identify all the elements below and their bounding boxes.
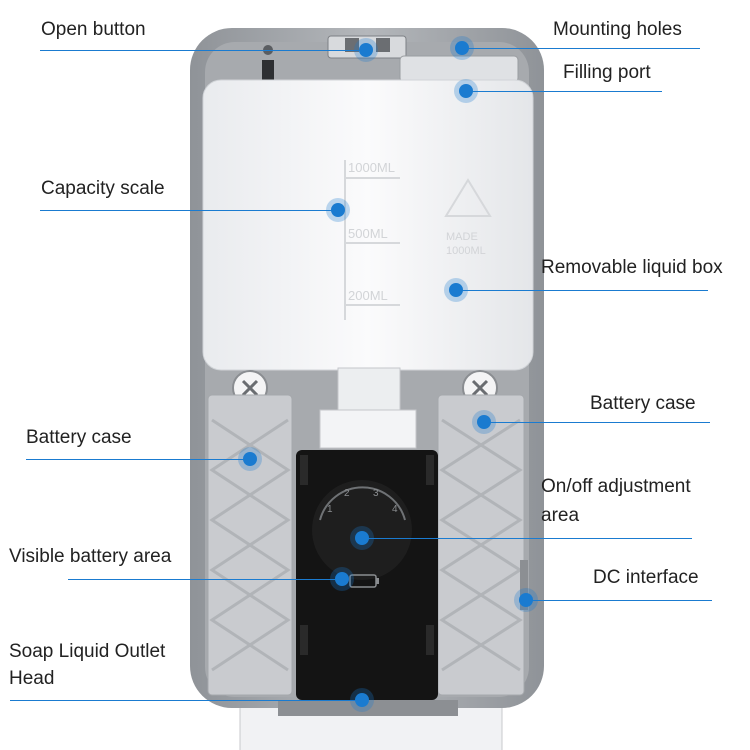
label-open-button: Open button (41, 19, 146, 40)
outlet-rail (278, 700, 458, 716)
dot-mounting-holes (455, 41, 469, 55)
line-visible-battery (68, 579, 342, 580)
dot-battery-case-right (477, 415, 491, 429)
line-battery-case-left (26, 459, 250, 460)
line-filling-port (466, 91, 662, 92)
dot-visible-battery (335, 572, 349, 586)
dial-tick-3: 3 (373, 488, 379, 499)
label-removable-liquid-box: Removable liquid box (541, 257, 723, 278)
dot-filling-port (459, 84, 473, 98)
label-battery-case-right: Battery case (590, 393, 696, 414)
dot-open-button (359, 43, 373, 57)
label-visible-battery: Visible battery area (9, 546, 172, 567)
label-filling-port: Filling port (563, 62, 651, 83)
adjustment-dial (312, 480, 412, 580)
line-capacity-scale (40, 210, 338, 211)
dc-port (520, 560, 528, 610)
scale-label-500: 500ML (348, 226, 388, 241)
line-open-button (40, 50, 366, 51)
dot-capacity-scale (331, 203, 345, 217)
label-outlet-line2: Head (9, 668, 55, 689)
pump-neck (337, 367, 401, 413)
recycle-triangle (444, 178, 492, 217)
dot-dc-interface (519, 593, 533, 607)
line-battery-case-right (484, 422, 710, 423)
embossed-made: MADE (446, 231, 478, 243)
scale-label-1000: 1000ML (348, 160, 395, 175)
dot-outlet-head (355, 693, 369, 707)
scale-label-200: 200ML (348, 288, 388, 303)
liquid-tank (202, 79, 534, 371)
label-outlet-line1: Soap Liquid Outlet (9, 641, 166, 662)
dial-tick-1: 1 (327, 504, 333, 515)
line-mounting-holes (462, 48, 700, 49)
label-mounting-holes: Mounting holes (553, 19, 682, 40)
label-onoff-line2: area (541, 505, 580, 526)
label-onoff-line1: On/off adjustment (541, 476, 691, 497)
label-dc-interface: DC interface (593, 567, 699, 588)
embossed-volume: 1000ML (446, 245, 486, 257)
dot-battery-case-left (243, 452, 257, 466)
dial-tick-4: 4 (392, 504, 398, 515)
dot-onoff (355, 531, 369, 545)
label-capacity-scale: Capacity scale (41, 178, 165, 199)
line-dc-interface (526, 600, 712, 601)
label-battery-case-left: Battery case (26, 427, 132, 448)
dot-removable-liquid-box (449, 283, 463, 297)
dial-tick-2: 2 (344, 488, 350, 499)
filling-port-cap (399, 55, 519, 83)
line-onoff (362, 538, 692, 539)
line-outlet-head (10, 700, 362, 701)
line-removable-liquid-box (456, 290, 708, 291)
